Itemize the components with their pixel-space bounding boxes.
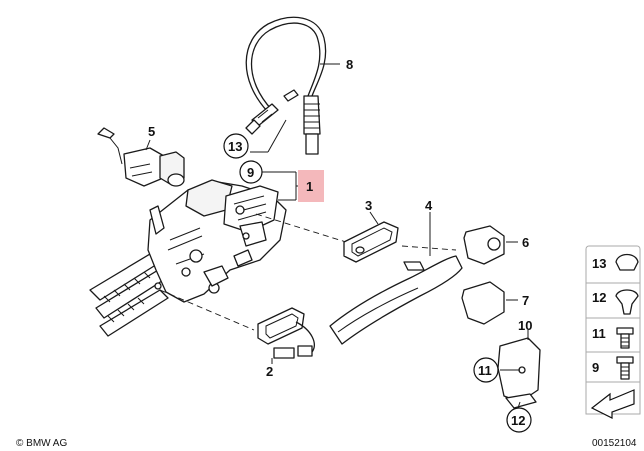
clip-icon	[615, 289, 639, 315]
lock-part-5	[97, 127, 185, 187]
carrier-part-1	[89, 179, 287, 337]
callout-11: 11	[473, 357, 499, 383]
svg-text:11: 11	[478, 363, 492, 378]
copyright: © BMW AG	[16, 438, 67, 449]
legend-item-label: 11	[592, 326, 606, 341]
svg-text:7: 7	[522, 293, 529, 308]
cap-part-6	[463, 225, 518, 265]
legend-item-label: 12	[592, 290, 606, 305]
svg-text:6: 6	[522, 235, 529, 250]
legend-item-label: 13	[592, 256, 606, 271]
callout-13: 13	[223, 133, 249, 159]
assembly-lines	[159, 213, 457, 331]
bolt-icon	[616, 356, 634, 380]
svg-text:4: 4	[425, 198, 433, 213]
callout-8: 8	[346, 57, 353, 72]
svg-text:12: 12	[511, 413, 525, 428]
callout-6: 6	[522, 235, 529, 250]
svg-text:1: 1	[306, 179, 313, 194]
gasket-part-3	[343, 211, 399, 263]
bracket-part-10	[497, 330, 541, 409]
legend-panel: 13 12 11 9 00152104	[585, 245, 641, 449]
svg-text:9: 9	[247, 165, 254, 180]
cap-part-7	[461, 281, 518, 325]
door-handle-part-4	[329, 212, 463, 345]
callout-2: 2	[266, 364, 273, 379]
callout-5: 5	[148, 124, 155, 139]
legend-item-label: 9	[592, 360, 599, 375]
svg-text:3: 3	[365, 198, 372, 213]
arrow-icon	[590, 389, 635, 419]
callout-12: 12	[506, 407, 532, 433]
svg-text:5: 5	[148, 124, 155, 139]
gasket-part-2	[257, 307, 315, 364]
bowden-cable-part-8	[245, 16, 340, 155]
callout-10: 10	[518, 318, 532, 333]
svg-text:8: 8	[346, 57, 353, 72]
svg-text:10: 10	[518, 318, 532, 333]
svg-text:2: 2	[266, 364, 273, 379]
screw-icon	[616, 327, 634, 349]
callout-3: 3	[365, 198, 372, 213]
callout-1: 1	[298, 170, 324, 202]
svg-text:13: 13	[228, 139, 242, 154]
plug-icon	[615, 253, 639, 271]
callout-9: 9	[239, 160, 263, 184]
callout-4: 4	[425, 198, 433, 213]
diagram-id: 00152104	[592, 438, 637, 449]
callout-7: 7	[522, 293, 529, 308]
